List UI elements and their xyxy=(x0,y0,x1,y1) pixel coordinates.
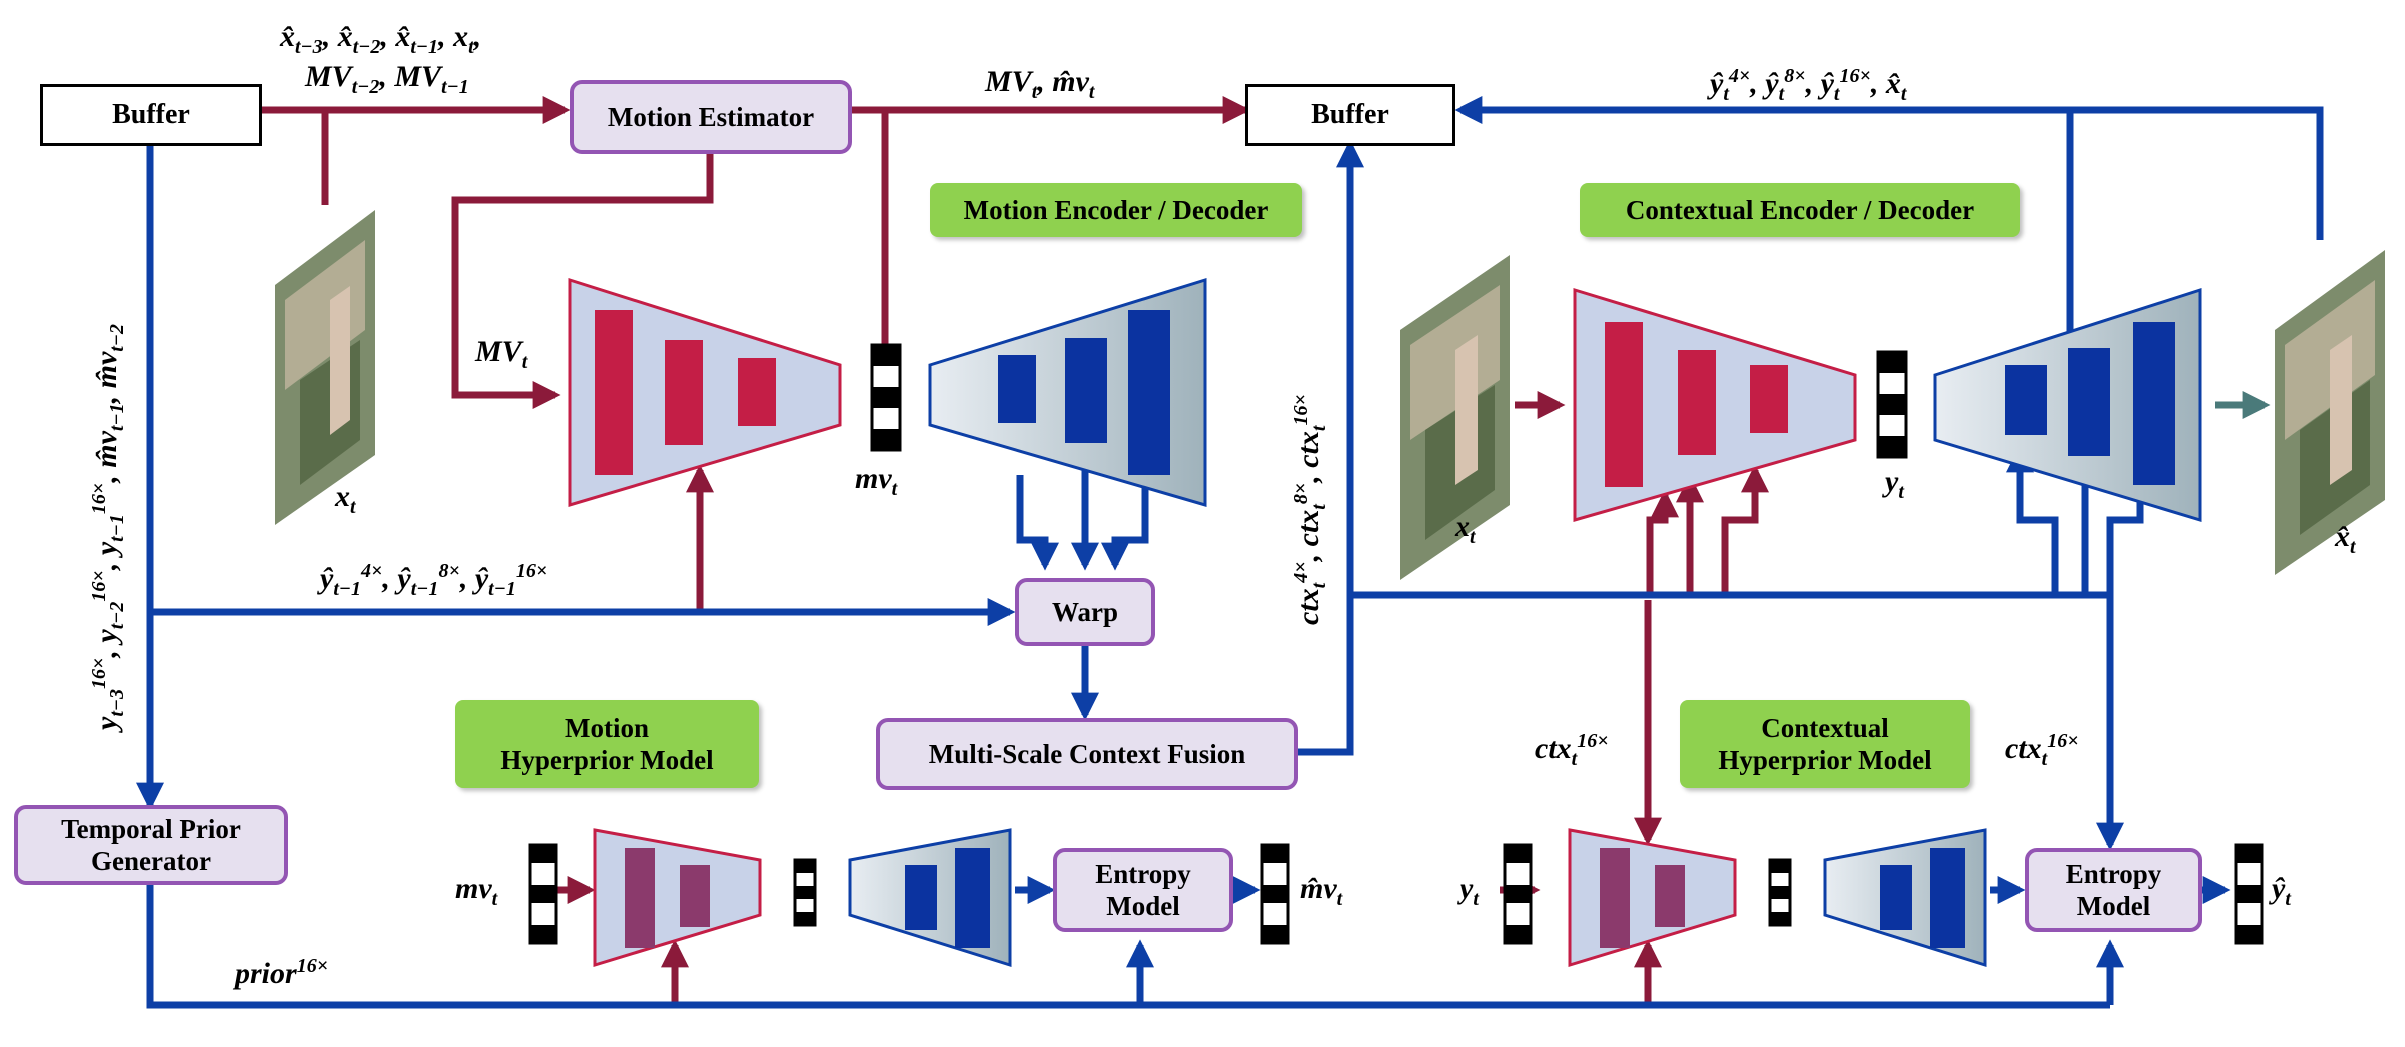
motion-hyper-line1: Motion xyxy=(565,712,649,743)
entropy-motion-line2: Model xyxy=(1106,891,1180,921)
context-hyper-encoder xyxy=(1568,828,1737,968)
mv-out-label: MVt, m̂vt xyxy=(985,65,1095,103)
entropy-context-line1: Entropy xyxy=(2065,858,2162,889)
tpg-line2: Generator xyxy=(91,846,211,876)
entropy-model-motion: Entropy Model xyxy=(1053,848,1233,932)
frame-xt-ctx-thumbnail xyxy=(1400,255,1510,580)
motion-encoder xyxy=(568,277,842,508)
MV-t-label: MVt xyxy=(475,335,528,373)
ctx16-right-label: ctxt16× xyxy=(2005,730,2079,770)
entropy-context-line2: Model xyxy=(2076,891,2151,921)
buffer-left: Buffer xyxy=(40,84,262,146)
warp-block: Warp xyxy=(1015,578,1155,646)
context-hyper-line1: Contextual xyxy=(1761,712,1889,743)
contextual-encoder xyxy=(1573,287,1857,522)
buffer-mid: Buffer xyxy=(1245,84,1455,146)
multi-scale-context-fusion: Multi-Scale Context Fusion xyxy=(876,718,1298,790)
ctx16-left-label: ctxt16× xyxy=(1535,730,1609,770)
motion-hyper-decoder xyxy=(848,828,1012,968)
me-inputs-line1: x̂t−3, x̂t−2, x̂t−1, xt, xyxy=(280,20,482,58)
temporal-inputs-label: yt−316×, yt−216×, yt−116×, m̂vt−1, m̂vt−… xyxy=(88,324,128,730)
mv-hat-out-label: m̂vt xyxy=(1300,872,1343,910)
ctx-out-label: ŷt4×, ŷt8×, ŷt16×, x̂t xyxy=(1710,65,1907,105)
context-codec-label: Contextual Encoder / Decoder xyxy=(1580,183,2020,237)
mv-hat-out-icon xyxy=(1260,843,1290,945)
latent-mv-icon xyxy=(870,343,902,452)
y-t-latent-label: yt xyxy=(1885,465,1904,503)
y-hat-out-icon xyxy=(2234,843,2264,945)
mv-hyper-latent-icon xyxy=(793,858,817,927)
y-hat-out-label: ŷt xyxy=(2272,872,2291,910)
y-hyper-in-icon xyxy=(1503,843,1533,945)
mv-hyper-in-icon xyxy=(528,843,558,945)
latent-y-icon xyxy=(1876,350,1908,459)
prior-label: prior16× xyxy=(235,955,329,990)
context-hyper-line2: Hyperprior Model xyxy=(1718,745,1932,775)
y-hyper-latent-icon xyxy=(1768,858,1792,927)
entropy-model-context: Entropy Model xyxy=(2025,848,2202,932)
blue-paths xyxy=(136,96,2324,1009)
motion-estimator: Motion Estimator xyxy=(570,80,852,154)
motion-codec-label: Motion Encoder / Decoder xyxy=(930,183,1302,237)
context-hyperprior-label: Contextual Hyperprior Model xyxy=(1680,700,1970,788)
temporal-prior-generator: Temporal Prior Generator xyxy=(14,805,288,885)
motion-decoder xyxy=(928,277,1207,507)
ctx-multi-label: ctxt4×, ctxt8×, ctxt16× xyxy=(1290,394,1330,625)
context-hyper-decoder xyxy=(1823,828,1987,968)
x-hat-t-label: x̂t xyxy=(2335,520,2356,558)
frame-xt-left-thumbnail xyxy=(275,210,375,525)
tpg-line1: Temporal Prior xyxy=(61,813,241,844)
mv-t-hyper-in-label: mvt xyxy=(455,872,498,910)
y-t-hyper-in-label: yt xyxy=(1460,872,1479,910)
motion-hyper-line2: Hyperprior Model xyxy=(500,745,714,775)
x-t-left-label: xt xyxy=(335,480,356,518)
mv-t-latent-label: mvt xyxy=(855,462,898,500)
y-prev-label: ŷt−14×, ŷt−18×, ŷt−116× xyxy=(320,560,548,600)
me-inputs-line2: MVt−2, MVt−1 xyxy=(305,60,469,98)
motion-hyper-encoder xyxy=(593,828,762,968)
frame-xhat-thumbnail xyxy=(2275,250,2385,575)
x-t-ctx-label: xt xyxy=(1455,510,1476,548)
entropy-motion-line1: Entropy xyxy=(1095,858,1191,889)
motion-hyperprior-label: Motion Hyperprior Model xyxy=(455,700,759,788)
contextual-decoder xyxy=(1933,287,2202,523)
